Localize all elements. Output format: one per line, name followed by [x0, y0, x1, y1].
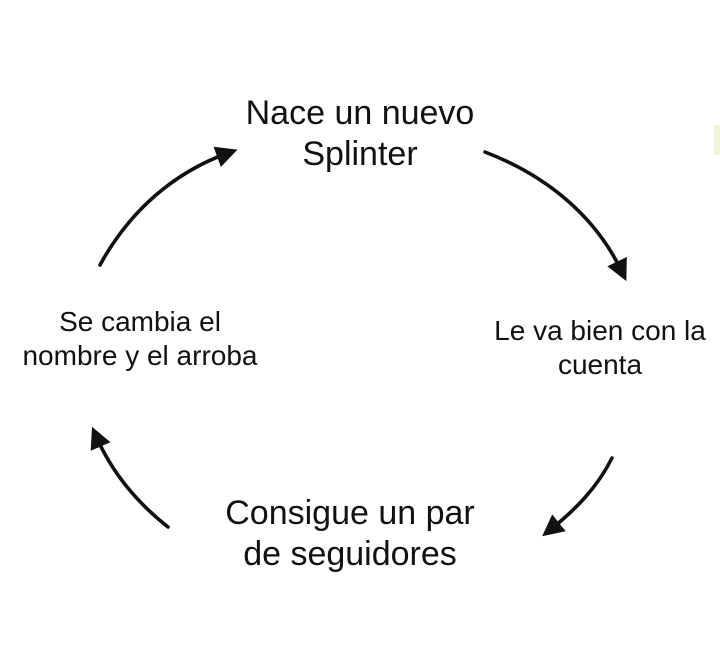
- node-left-line-1: Se cambia el: [59, 306, 221, 337]
- node-bottom-line-1: Consigue un par: [225, 494, 475, 532]
- arrow-right-to-bottom: [542, 456, 614, 537]
- node-bottom-line-2: de seguidores: [243, 535, 457, 574]
- node-top-line-1: Nace un nuevo: [245, 94, 475, 132]
- node-right-line-2: cuenta: [557, 349, 643, 381]
- node-top-line-2: Splinter: [302, 135, 418, 174]
- node-le-va-bien: Le va bien con la cuenta: [455, 314, 720, 382]
- faint-artifact: [714, 125, 720, 155]
- node-right-line-1: Le va bien con la: [494, 315, 706, 346]
- arrow-left-to-top: [98, 146, 238, 267]
- arrow-bottom-to-left: [90, 426, 170, 529]
- node-consigue-seguidores: Consigue un par de seguidores: [180, 493, 520, 576]
- node-se-cambia-nombre: Se cambia el nombre y el arroba: [0, 305, 305, 373]
- arrow-top-to-right: [483, 150, 627, 282]
- node-left-line-2: nombre y el arroba: [22, 340, 258, 372]
- node-nace-un-nuevo-splinter: Nace un nuevo Splinter: [190, 93, 530, 176]
